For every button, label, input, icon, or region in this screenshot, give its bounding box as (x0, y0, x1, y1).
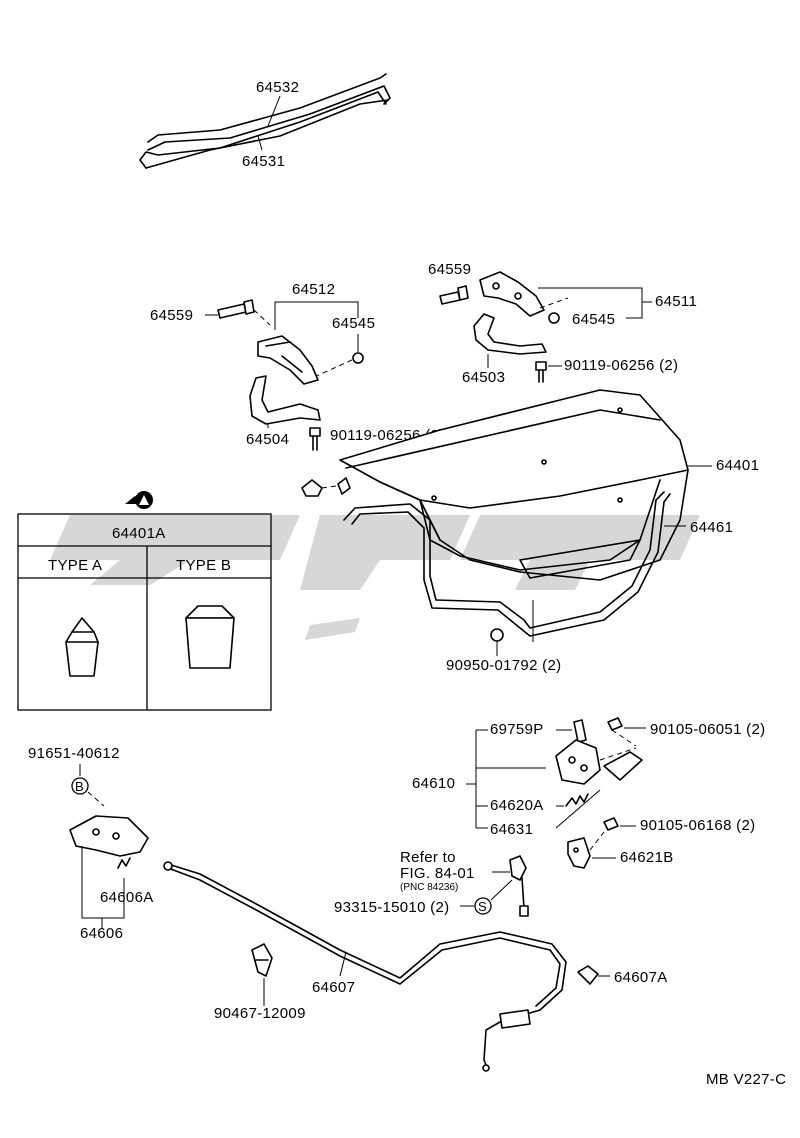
striker-64621B-icon (567, 837, 591, 869)
clamp-64607A-icon (577, 965, 599, 985)
label-64531: 64531 (242, 153, 285, 170)
label-64532: 64532 (256, 79, 299, 96)
torsion-bar-assembly (139, 73, 391, 169)
refer-line-1: Refer to (400, 849, 456, 866)
label-64606A: 64606A (100, 889, 154, 906)
bolt-right-icon (439, 285, 469, 305)
watermark-logo (50, 515, 700, 640)
label-64621B: 64621B (620, 849, 674, 866)
table-col-type-b: TYPE B (176, 557, 231, 574)
label-64607A: 64607A (614, 969, 668, 986)
hinge-arm-right-icon (473, 313, 547, 355)
type-table: 64401A TYPE A TYPE B (17, 491, 272, 711)
label-64512: 64512 (292, 281, 335, 298)
weatherstrip-icon (343, 491, 671, 637)
label-64559-right: 64559 (428, 261, 471, 278)
cable-end-bracket-icon (509, 855, 529, 917)
hinge-arm-left-icon (249, 375, 321, 425)
label-91651: 91651-40612 (28, 745, 120, 762)
marker-s-letter: S (478, 899, 487, 914)
cushion-small-icon (337, 477, 351, 495)
spring-64620A-icon (565, 793, 589, 807)
label-64503: 64503 (462, 369, 505, 386)
label-64545-left: 64545 (332, 315, 375, 332)
label-64401: 64401 (716, 457, 759, 474)
label-clip-90950: 90950-01792 (2) (446, 657, 561, 674)
type-b-cushion-icon (185, 605, 235, 669)
marker-s-icon (474, 897, 492, 915)
hinge-left-icon (257, 335, 319, 385)
clamp-90467-icon (251, 943, 273, 977)
label-64559-left: 64559 (150, 307, 193, 324)
bolt-90119-right-icon (535, 361, 547, 383)
footer-code: MB V227-C (706, 1071, 786, 1088)
bolt-90119-left-icon (309, 427, 321, 451)
label-64461: 64461 (690, 519, 733, 536)
nut-right-icon (548, 312, 560, 324)
cushion-64401A-icon (301, 479, 323, 497)
label-93315: 93315-15010 (2) (334, 899, 449, 916)
marker-b-icon (71, 777, 89, 795)
switch-64606A-icon (117, 857, 131, 869)
bolt-90105-b-icon (603, 817, 619, 831)
clip-90950-icon (490, 628, 504, 642)
label-64631: 64631 (490, 821, 533, 838)
cylinder-69759P-icon (573, 719, 587, 743)
type-a-cushion-icon (65, 617, 99, 677)
label-64606: 64606 (80, 925, 123, 942)
refer-line-2: FIG. 84-01 (400, 865, 475, 882)
hinge-right-icon (479, 271, 545, 317)
lock-cylinder-icon (555, 739, 643, 785)
nut-left-icon (352, 352, 364, 364)
label-64504: 64504 (246, 431, 289, 448)
label-64620A: 64620A (490, 797, 544, 814)
label-bolt-90119-right: 90119-06256 (2) (564, 357, 678, 374)
label-64511: 64511 (655, 293, 697, 310)
label-64607: 64607 (312, 979, 355, 996)
marker-b-letter: B (75, 779, 84, 794)
trunk-lock-left-icon (69, 815, 149, 857)
refer-line-3: (PNC 84236) (400, 882, 458, 893)
table-header: 64401A (112, 525, 166, 542)
table-col-type-a: TYPE A (48, 557, 102, 574)
label-90467: 90467-12009 (214, 1005, 306, 1022)
label-64610: 64610 (412, 775, 455, 792)
label-bolt-90105-b: 90105-06168 (2) (640, 817, 755, 834)
label-bolt-90105-a: 90105-06051 (2) (650, 721, 765, 738)
label-69759P: 69759P (490, 721, 544, 738)
release-cable-icon (163, 861, 567, 1072)
bolt-left-icon (217, 299, 255, 319)
bolt-90105-a-icon (607, 717, 623, 731)
label-64545-right: 64545 (572, 311, 615, 328)
